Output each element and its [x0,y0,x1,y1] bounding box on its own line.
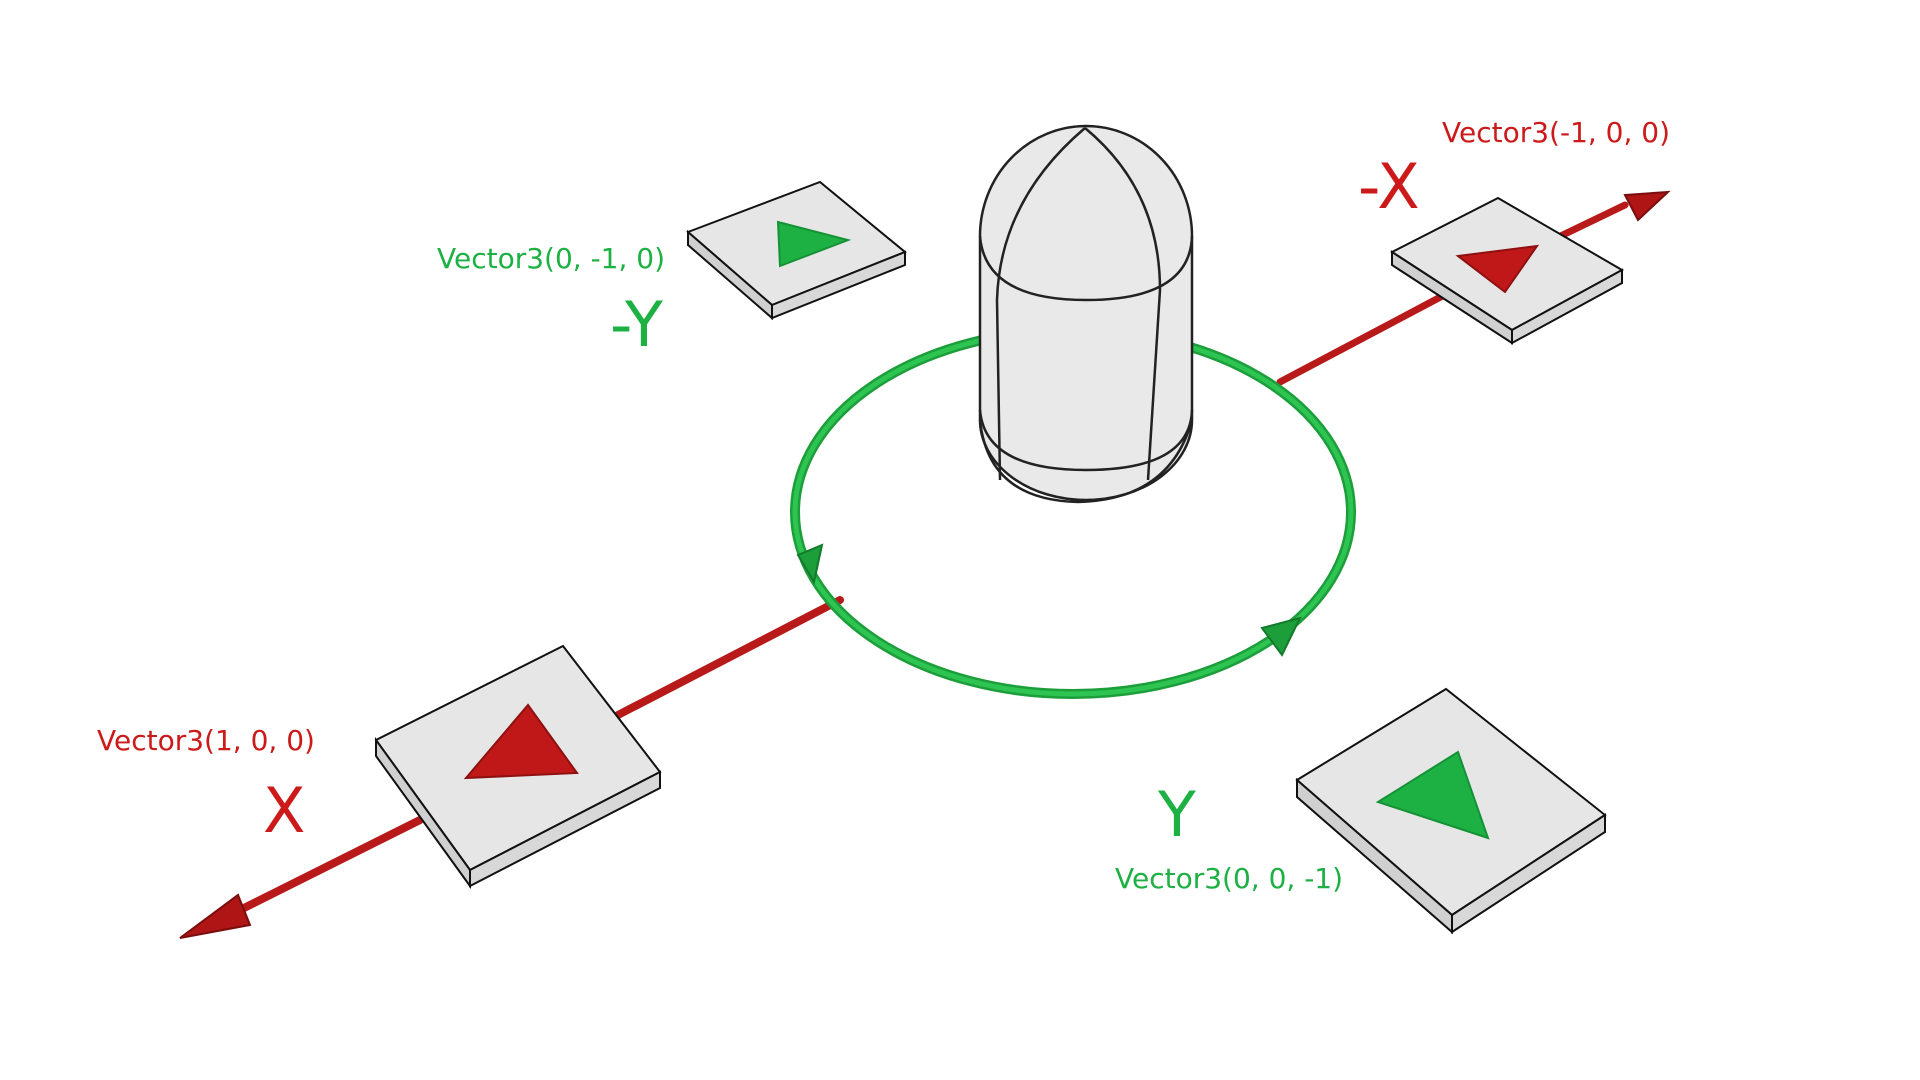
arrow-head-icon [179,893,252,939]
label-neg-x-vector: Vector3(-1, 0, 0) [1442,116,1671,149]
label-neg-y-vector: Vector3(0, -1, 0) [437,242,666,275]
tile-neg-y [686,180,907,321]
label-pos-x-vector: Vector3(1, 0, 0) [97,724,315,757]
arrow-head-icon [1623,190,1671,222]
triangle-direction-icon [776,220,852,268]
triangle-direction-icon [1375,750,1490,840]
label-neg-y-axis: -Y [610,288,663,361]
label-neg-x-axis: -X [1358,150,1420,223]
label-pos-y-vector: Vector3(0, 0, -1) [1115,862,1344,895]
x-axis-positive [179,596,844,939]
ring-arrow-icon [1260,616,1302,657]
triangle-direction-icon [1455,244,1540,294]
tile-pos-y [1295,687,1607,935]
tile-pos-x [374,644,662,890]
label-pos-x-axis: X [263,774,306,847]
ring-arrow-icon [796,543,824,585]
capsule-icon [978,124,1194,504]
tile-neg-x [1390,196,1625,345]
label-pos-y-axis: Y [1158,778,1196,851]
triangle-direction-icon [463,703,579,780]
